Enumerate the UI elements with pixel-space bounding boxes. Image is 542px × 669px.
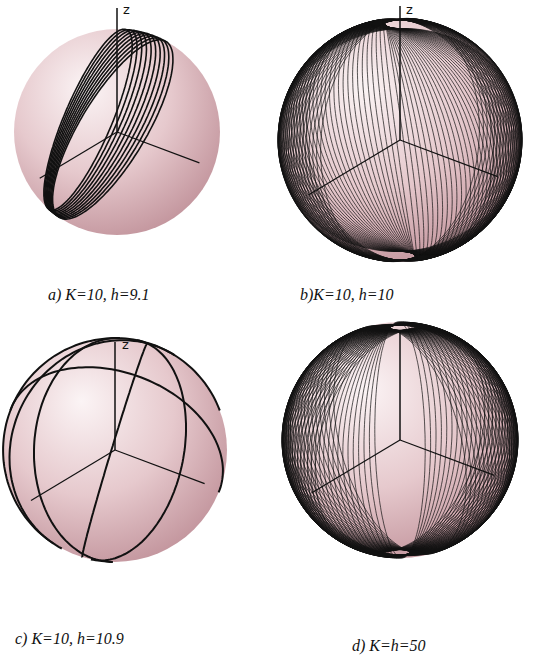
trajectory-curve [289,20,512,261]
trajectory-curve [348,21,452,258]
axis-line [312,440,401,493]
axis-label: z [406,2,413,17]
trajectory-curve [53,40,173,219]
trajectory-curve [301,328,500,551]
axis-label: z [122,337,129,352]
trajectory-curve [376,20,424,261]
trajectory-curve [278,20,522,260]
trajectory-curve [291,19,509,260]
trajectory-curve [297,19,503,261]
panel-caption: c) K=10, h=10.9 [15,630,124,648]
trajectory-curve [284,325,516,556]
trajectory-curve [290,324,510,555]
trajectory-curve [296,19,504,261]
trajectory-curve [294,27,507,254]
trajectory-curve [283,325,517,555]
panel-caption: d) K=h=50 [352,637,426,655]
trajectory-curve [285,325,515,556]
trajectory-curve [295,329,505,551]
trajectory-curve [283,20,516,261]
sphere [3,338,227,562]
trajectory-curve [367,20,433,260]
axis-line [31,450,115,500]
trajectory-curve [287,325,514,556]
trajectory-curve [375,322,425,558]
trajectory-curve [328,323,472,558]
trajectory-curve [303,19,497,261]
trajectory-curve [320,327,480,554]
sphere [14,29,220,235]
panel-caption: b)K=10, h=10 [300,286,394,304]
trajectory-curve [289,19,511,260]
trajectory-curve [296,26,503,253]
trajectory-curve [300,19,500,261]
trajectory-curve [91,340,186,560]
trajectory-curve [302,19,498,261]
trajectory-curve [82,343,147,557]
trajectory-curve [279,20,520,260]
trajectory-curve [343,22,457,258]
trajectory-curve [348,322,452,558]
trajectory-curve [280,20,519,260]
trajectory-curve [317,18,484,261]
trajectory-curve [308,328,492,553]
trajectory-curve [299,19,501,261]
trajectory-curve [334,326,467,555]
trajectory-curve [290,330,509,551]
trajectory-curve [294,19,506,261]
trajectory-curve [285,325,515,556]
axis-label: z [123,2,130,17]
trajectory-curve [329,326,471,554]
trajectory-curve [10,340,175,548]
trajectory-curve [309,19,491,262]
trajectory-curve [288,325,512,556]
trajectory-curve [302,26,497,255]
trajectory-curve [282,20,518,260]
trajectory-curve [307,19,494,261]
trajectory-curve [278,20,522,260]
trajectory-curve [282,325,517,555]
trajectory-curve [283,325,517,555]
trajectory-curve [282,325,517,555]
trajectory-curve [357,21,442,260]
axis-line [115,450,205,484]
trajectory-curve [288,324,511,555]
trajectory-curve [324,323,477,557]
trajectory-curve [369,322,430,558]
trajectory-curve [292,19,509,260]
trajectory-curve [279,20,521,260]
trajectory-curve [284,325,517,555]
trajectory-curve [353,21,448,259]
trajectory-curve [306,19,495,261]
trajectory-curve [362,20,437,259]
panel-caption: a) K=10, h=9.1 [48,286,150,304]
trajectory-curve [286,20,513,261]
trajectory-curve [278,20,521,260]
z-axis [399,330,401,440]
trajectory-curve [279,20,522,260]
trajectory-curve [281,20,520,260]
trajectory-curve [380,19,420,260]
trajectory-curve [359,322,442,558]
trajectory-curve [278,20,522,260]
trajectory-curve [280,20,521,260]
trajectory-curve [319,323,480,557]
trajectory-curve [285,20,515,261]
trajectory-curve [383,19,416,261]
trajectory-curve [290,324,509,555]
trajectory-curve [287,20,513,261]
trajectory-curve [321,18,480,261]
sphere [282,322,518,558]
trajectory-curve [316,327,484,553]
trajectory-curve [372,20,429,260]
trajectory-curve [282,325,518,555]
trajectory-curve [324,326,475,554]
trajectory-curve [282,325,518,555]
trajectory-curve [10,367,223,492]
